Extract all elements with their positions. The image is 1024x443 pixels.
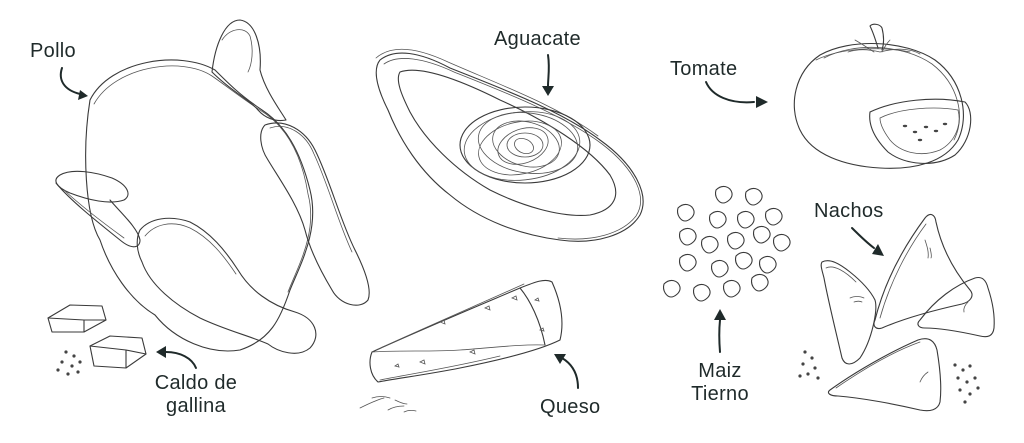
corn-kernels-sketch xyxy=(663,185,791,302)
arrow-queso-icon xyxy=(554,354,579,389)
cheese-shavings xyxy=(359,396,417,413)
nacho-crumbs-left xyxy=(798,350,820,380)
label-caldo-line1: Caldo de xyxy=(154,372,238,394)
bouillon-cubes-sketch xyxy=(47,304,147,376)
label-aguacate: Aguacate xyxy=(494,28,581,50)
label-caldo-line2: gallina xyxy=(166,395,226,417)
avocado-sketch xyxy=(375,48,644,242)
arrow-pollo-icon xyxy=(59,67,88,100)
label-queso: Queso xyxy=(540,396,601,418)
arrow-maiz-icon xyxy=(714,309,726,353)
label-maiz-line2: Tierno xyxy=(691,383,749,405)
avocado-pit xyxy=(459,106,591,184)
cheese-sketch xyxy=(359,279,563,413)
arrow-aguacate-icon xyxy=(542,54,554,96)
label-maiz-tierno: Maiz Tierno xyxy=(680,360,760,406)
chicken-sketch xyxy=(55,19,370,354)
arrow-tomate-icon xyxy=(705,81,768,108)
arrow-caldo-icon xyxy=(156,346,197,369)
arrow-nachos-icon xyxy=(851,227,884,256)
label-tomate: Tomate xyxy=(670,58,738,80)
label-pollo: Pollo xyxy=(30,40,76,62)
nachos-sketch xyxy=(798,213,995,412)
tomato-seeds xyxy=(902,122,948,142)
bouillon-crumbs xyxy=(56,350,82,376)
label-maiz-line1: Maiz xyxy=(698,360,742,382)
label-nachos: Nachos xyxy=(814,200,884,222)
nacho-crumbs-right xyxy=(953,363,980,404)
label-caldo-de-gallina: Caldo de gallina xyxy=(148,372,244,418)
tomato-sketch xyxy=(793,23,972,169)
